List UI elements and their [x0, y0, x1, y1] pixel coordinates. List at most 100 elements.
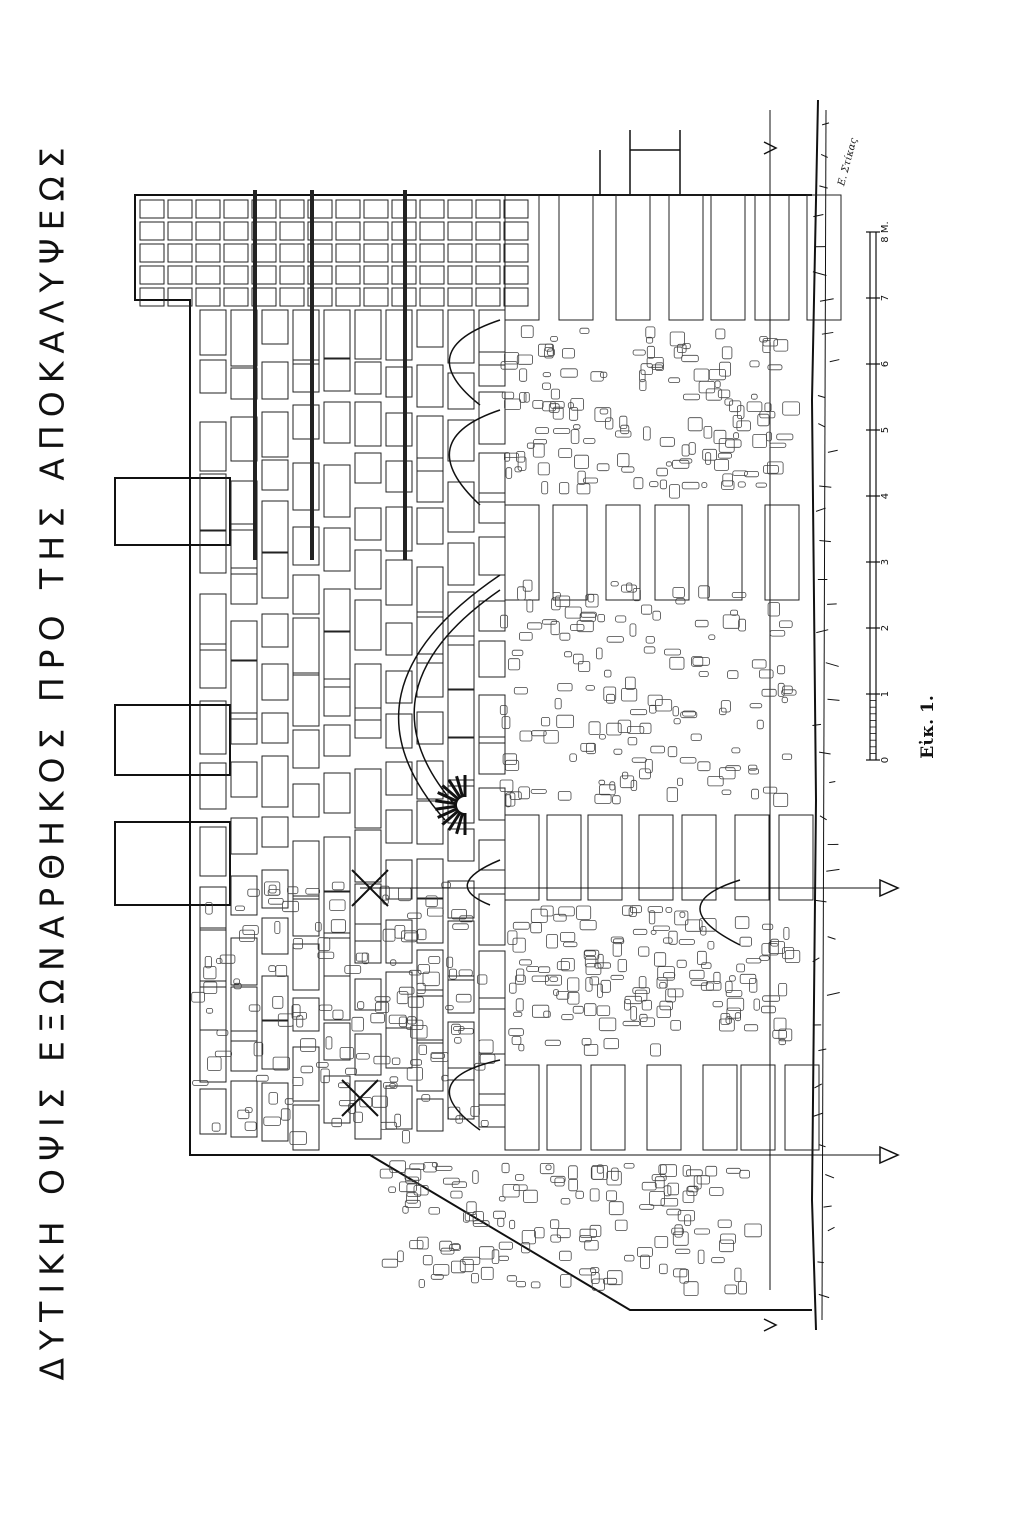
masonry-block: [386, 860, 412, 899]
masonry-block: [417, 567, 443, 617]
rubble-stone: [551, 389, 559, 399]
rubble-stone: [523, 580, 532, 591]
rubble-stone: [725, 399, 733, 405]
cornice-block: [476, 244, 500, 262]
rubble-stone: [608, 1271, 623, 1285]
rubble-stone: [749, 769, 759, 774]
masonry-block: [200, 310, 226, 355]
rubble-stone: [718, 390, 730, 398]
rubble-stone: [398, 1251, 404, 1262]
cornice-block: [336, 222, 360, 240]
ground-hatch: [828, 450, 838, 452]
pier-block: [616, 195, 650, 320]
rubble-stone: [507, 1276, 516, 1282]
rubble-stone: [632, 758, 646, 762]
rubble-stone: [764, 466, 779, 474]
rubble-stone: [249, 1005, 260, 1011]
cornice-block: [420, 222, 444, 240]
rubble-stone: [472, 1273, 479, 1283]
pier-block: [547, 1065, 581, 1150]
rubble-stone: [698, 1250, 704, 1263]
rubble-stone: [422, 1095, 430, 1102]
rubble-stone: [513, 922, 529, 929]
ground-hatch: [819, 752, 830, 754]
pier-block: [669, 195, 703, 320]
rubble-stone: [326, 1037, 332, 1049]
rubble-stone: [618, 959, 626, 971]
rubble-stone: [345, 966, 361, 974]
rubble-stone: [559, 483, 568, 494]
rubble-stone: [584, 1044, 598, 1055]
masonry-block: [479, 641, 505, 677]
rubble-stone: [718, 453, 731, 458]
rubble-stone: [774, 793, 788, 806]
rubble-stone: [275, 921, 280, 933]
rubble-stone: [580, 328, 589, 333]
pier-block: [703, 1065, 737, 1150]
ground-hatch: [822, 332, 833, 334]
rubble-stone: [330, 900, 345, 911]
rubble-stone: [586, 686, 595, 691]
cornice-block: [364, 288, 388, 306]
masonry-block: [293, 575, 319, 614]
rubble-stone: [774, 340, 788, 351]
ground-hatch: [828, 1227, 835, 1230]
rubble-stone: [605, 670, 612, 677]
masonry-block: [417, 1099, 443, 1131]
rubble-stone: [622, 467, 634, 472]
rubble-stone: [622, 688, 637, 701]
cornice-block: [196, 244, 220, 262]
masonry-block: [479, 352, 505, 386]
rubble-stone: [663, 973, 674, 978]
ground-hatch: [821, 154, 828, 157]
rubble-stone: [694, 1229, 709, 1234]
rubble-stone: [738, 482, 745, 487]
masonry-block: [231, 987, 257, 1041]
masonry-block: [479, 392, 505, 444]
rubble-stone: [611, 975, 624, 979]
rubble-stone: [408, 997, 423, 1008]
rubble-stone: [607, 1191, 617, 1201]
rubble-stone: [688, 418, 702, 431]
rubble-stone: [395, 1114, 401, 1127]
rubble-stone: [740, 937, 752, 946]
rubble-stone: [577, 484, 590, 494]
rubble-stone: [524, 392, 529, 402]
rubble-stone: [698, 762, 710, 771]
rubble-stone: [459, 970, 472, 976]
masonry-block: [355, 884, 381, 941]
ground-hatch: [816, 630, 828, 633]
rubble-stone: [586, 964, 601, 975]
rubble-stone: [657, 1006, 671, 1017]
rubble-stone: [518, 587, 526, 600]
rubble-stone: [245, 1122, 256, 1130]
ground-line-path: [812, 100, 818, 1330]
rubble-stone: [340, 1047, 353, 1058]
rubble-stone: [599, 1018, 616, 1031]
rubble-stone: [543, 373, 551, 377]
rubble-stone: [584, 438, 595, 443]
rubble-stone: [599, 780, 605, 784]
rubble-stone: [611, 582, 618, 586]
rubble-stone: [562, 1014, 573, 1019]
rubble-stone: [510, 983, 516, 993]
rubble-stone: [570, 754, 577, 762]
rubble-stone: [747, 402, 762, 412]
masonry-block: [417, 899, 443, 943]
masonry-block: [324, 359, 350, 391]
rubble-stone: [782, 697, 787, 703]
rubble-stone: [677, 960, 686, 967]
rubble-stone: [690, 970, 704, 979]
rubble-stone: [648, 907, 663, 913]
ground-hatch: [827, 699, 839, 700]
pier-block: [711, 195, 745, 320]
rubble-stone: [417, 983, 425, 993]
rubble-stone: [561, 369, 578, 377]
rubble-stone: [607, 694, 615, 703]
rubble-stone: [597, 1006, 610, 1016]
masonry-block: [324, 528, 350, 571]
cornice-block: [504, 222, 528, 240]
rubble-stone: [451, 1191, 462, 1198]
